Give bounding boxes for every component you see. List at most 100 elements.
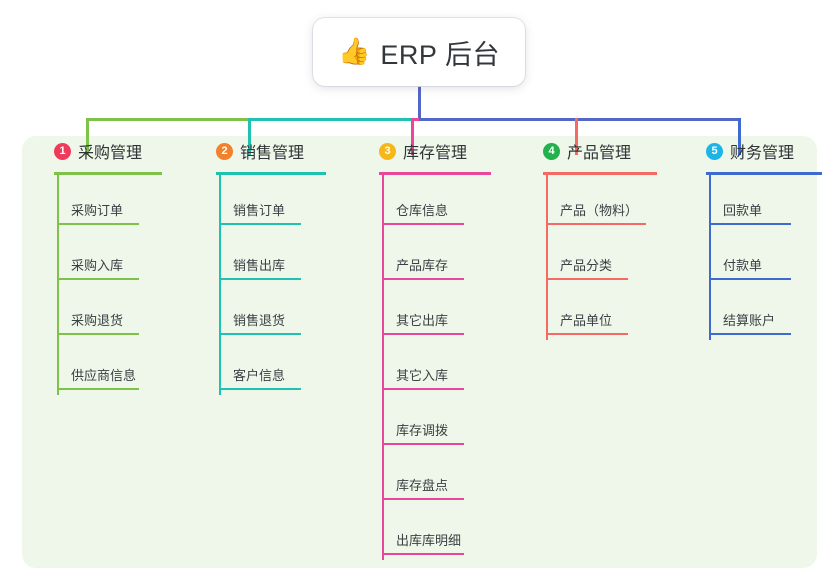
branch-item[interactable]: 客户信息 [219,340,326,395]
branch-number-badge: 1 [54,142,71,160]
branch-item-label: 其它入库 [396,368,449,383]
branch-item-rule [382,223,464,225]
branch-item-rule [57,333,139,335]
branch-item-rule [709,223,791,225]
branch-item-rule [709,333,791,335]
branch-number-badge: 4 [543,142,560,160]
branch-item[interactable]: 产品（物料） [546,175,657,230]
branch-item[interactable]: 产品库存 [382,230,491,285]
branch-item-label: 销售出库 [233,258,286,273]
branch-item-label: 产品（物料） [560,203,639,218]
branch-item-label: 产品单位 [560,313,613,328]
branch-item-rule [219,388,301,390]
branch-item[interactable]: 付款单 [709,230,822,285]
branch-item-label: 供应商信息 [71,368,137,383]
branch-item-label: 客户信息 [233,368,286,383]
branch-item[interactable]: 销售退货 [219,285,326,340]
branch-underline [706,172,822,175]
branch-item-label: 其它出库 [396,313,449,328]
branch-item[interactable]: 库存调拨 [382,395,491,450]
branch-item-rule [382,553,464,555]
thumbs-up-icon: 👍 [338,37,371,67]
branch-item-label: 产品分类 [560,258,613,273]
connector-branch-drop-5-lower [738,118,741,155]
branch-column-3: 3 库存管理仓库信息产品库存其它出库其它入库库存调拨库存盘点出库库明细 [363,136,491,560]
branch-item-label: 出库库明细 [396,533,462,548]
branch-item-label: 产品库存 [396,258,449,273]
connector-bar-segment-2 [248,118,413,121]
branch-item-rule [709,278,791,280]
branch-item-rule [382,333,464,335]
branch-item-label: 库存盘点 [396,478,449,493]
branch-item-rule [382,498,464,500]
branch-item-rule [219,333,301,335]
connector-branch-drop-3-lower [411,118,414,155]
branch-item-rule [57,278,139,280]
branch-item[interactable]: 仓库信息 [382,175,491,230]
branch-item[interactable]: 采购入库 [57,230,162,285]
branch-item-rule [382,443,464,445]
branch-title: 销售管理 [240,145,305,162]
branch-item[interactable]: 其它入库 [382,340,491,395]
branch-underline [543,172,657,175]
branch-item-label: 付款单 [723,258,763,273]
branch-item[interactable]: 结算账户 [709,285,822,340]
connector-branch-drop-4-lower [575,118,578,155]
branch-children: 销售订单销售出库销售退货客户信息 [219,175,326,395]
branch-item-label: 采购订单 [71,203,124,218]
branch-spine [219,175,221,395]
connector-bar-segment-center [419,118,741,121]
branch-spine [709,175,711,340]
branch-item[interactable]: 采购退货 [57,285,162,340]
diagram-background-panel [22,136,817,568]
branch-item-label: 销售退货 [233,313,286,328]
branch-spine [382,175,384,560]
branch-item[interactable]: 其它出库 [382,285,491,340]
branch-item[interactable]: 供应商信息 [57,340,162,395]
branch-item[interactable]: 回款单 [709,175,822,230]
branch-item[interactable]: 产品单位 [546,285,657,340]
branch-item[interactable]: 销售出库 [219,230,326,285]
branch-item-label: 结算账户 [723,313,776,328]
branch-item[interactable]: 销售订单 [219,175,326,230]
branch-header-3[interactable]: 3 库存管理 [363,136,491,166]
root-node-label: ERP 后台 [380,39,500,70]
branch-item-rule [219,223,301,225]
branch-item[interactable]: 库存盘点 [382,450,491,505]
branch-column-5: 5 财务管理回款单付款单结算账户 [690,136,822,340]
branch-children: 采购订单采购入库采购退货供应商信息 [57,175,162,395]
branch-item-rule [382,388,464,390]
branch-item[interactable]: 产品分类 [546,230,657,285]
connector-branch-drop-2 [248,118,251,155]
branch-item-rule [546,223,646,225]
branch-header-5[interactable]: 5 财务管理 [690,136,822,166]
connector-branch-drop-1 [86,118,89,155]
branch-item-rule [382,278,464,280]
branch-item-rule [546,278,628,280]
branch-underline [216,172,326,175]
branch-children: 仓库信息产品库存其它出库其它入库库存调拨库存盘点出库库明细 [382,175,491,560]
branch-title: 采购管理 [78,145,143,162]
branch-title: 库存管理 [403,145,468,162]
branch-item-label: 采购入库 [71,258,124,273]
branch-item-rule [546,333,628,335]
branch-children: 产品（物料） 产品分类产品单位 [546,175,657,340]
branch-header-1[interactable]: 1 采购管理 [38,136,162,166]
branch-title: 财务管理 [730,145,795,162]
connector-bar-segment-1 [86,118,250,121]
branch-spine [57,175,59,395]
branch-item-label: 仓库信息 [396,203,449,218]
branch-item-label: 回款单 [723,203,763,218]
branch-children: 回款单付款单结算账户 [709,175,822,340]
branch-number-badge: 5 [706,142,723,160]
branch-item[interactable]: 采购订单 [57,175,162,230]
branch-spine [546,175,548,340]
branch-number-badge: 3 [379,142,396,160]
root-node[interactable]: 👍 ERP 后台 [313,18,525,86]
branch-item[interactable]: 出库库明细 [382,505,491,560]
branch-item-label: 库存调拨 [396,423,449,438]
